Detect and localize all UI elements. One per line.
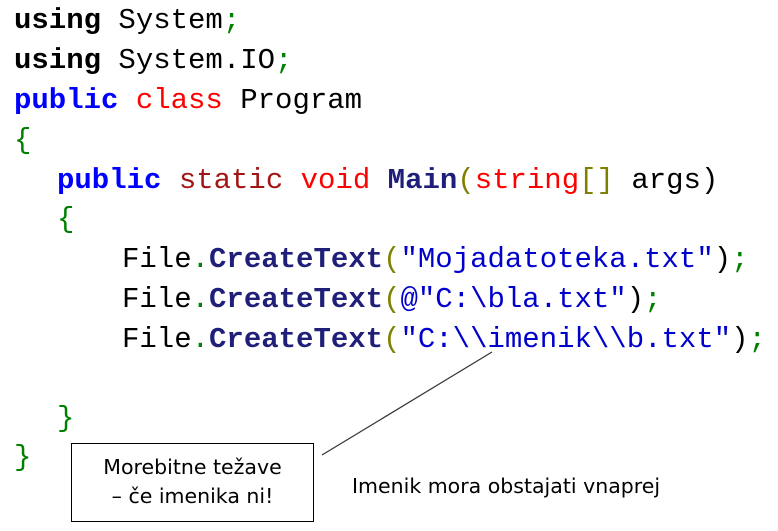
string-literal: "Mojadatoteka.txt"	[400, 243, 714, 276]
code-line-create-text-2: File.CreateText(@"C:\bla.txt");	[122, 280, 662, 320]
code-line-class-close-brace: }	[14, 438, 31, 478]
close-paren: )	[731, 323, 749, 356]
close-brace: }	[14, 441, 32, 474]
code-line-method-open-brace: {	[57, 200, 74, 240]
class-file: File	[122, 243, 192, 276]
keyword-using: using	[14, 4, 102, 37]
method-createtext: CreateText	[209, 283, 384, 316]
close-paren: )	[713, 243, 732, 276]
dot: .	[191, 283, 210, 316]
keyword-static: static	[161, 164, 284, 197]
keyword-public: public	[14, 84, 119, 117]
class-file: File	[122, 283, 192, 316]
open-paren: (	[383, 243, 401, 276]
annotation-note: Imenik mora obstajati vnaprej	[352, 474, 661, 498]
method-main: Main	[370, 164, 458, 197]
close-paren: )	[626, 283, 645, 316]
keyword-public: public	[57, 164, 162, 197]
code-line-main-decl: public static void Main(string[] args)	[57, 161, 718, 201]
open-paren: (	[457, 164, 475, 197]
code-line-create-text-3: File.CreateText("C:\\imenik\\b.txt");	[122, 320, 766, 360]
method-createtext: CreateText	[209, 243, 384, 276]
class-file: File	[122, 323, 192, 356]
namespace: System	[101, 4, 223, 37]
escaped-string-literal: "C:\\imenik\\b.txt"	[400, 323, 732, 356]
semicolon: ;	[731, 243, 749, 276]
code-line-using-system: using System;	[14, 1, 240, 41]
verbatim-string-literal: @"C:\bla.txt"	[400, 283, 627, 316]
callout-box: Morebitne težave – če imenika ni!	[71, 443, 314, 522]
keyword-class: class	[118, 84, 223, 117]
code-line-open-brace: {	[14, 121, 31, 161]
close-paren: )	[700, 164, 719, 197]
semicolon: ;	[644, 283, 662, 316]
keyword-void: void	[283, 164, 371, 197]
param-args: args	[613, 164, 701, 197]
open-brace: {	[14, 124, 32, 157]
method-createtext: CreateText	[209, 323, 384, 356]
dot: .	[191, 243, 210, 276]
semicolon: ;	[222, 4, 241, 37]
namespace: System.IO	[101, 44, 276, 77]
keyword-using: using	[14, 44, 102, 77]
code-line-create-text-1: File.CreateText("Mojadatoteka.txt");	[122, 240, 749, 280]
code-line-using-system-io: using System.IO;	[14, 41, 292, 81]
brackets: []	[579, 164, 614, 197]
code-line-class-decl: public class Program	[14, 81, 362, 121]
open-paren: (	[383, 323, 401, 356]
close-brace: }	[57, 402, 75, 435]
code-line-method-close-brace: }	[57, 399, 74, 439]
class-name: Program	[222, 84, 363, 117]
callout-line-1: Morebitne težave	[103, 455, 282, 479]
semicolon: ;	[748, 323, 766, 356]
keyword-string: string	[474, 164, 580, 197]
callout-line-2: – če imenika ni!	[111, 484, 274, 508]
semicolon: ;	[275, 44, 293, 77]
dot: .	[191, 323, 210, 356]
open-paren: (	[383, 283, 401, 316]
open-brace: {	[57, 203, 75, 236]
